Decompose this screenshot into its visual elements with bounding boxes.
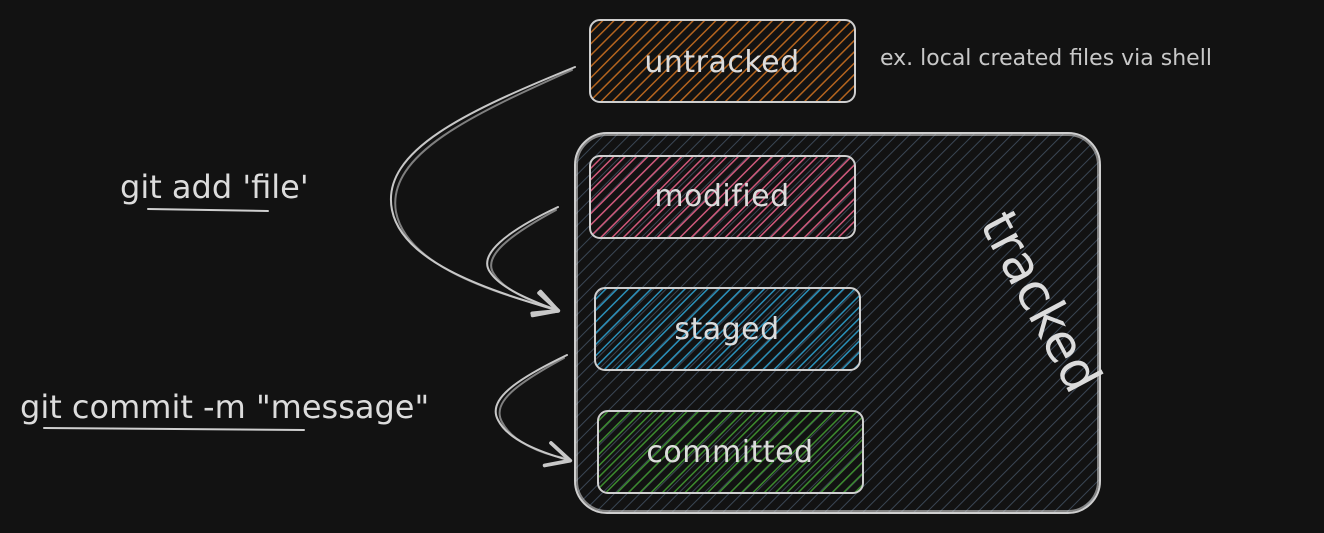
tracked-group-border-2 — [576, 134, 1099, 512]
untracked-box-fill — [590, 20, 855, 102]
modified-box-border — [589, 155, 856, 239]
modified-label: modified — [654, 179, 789, 214]
git-add-command: git add 'file' — [120, 168, 309, 212]
arrow-modified-to-staged — [486, 206, 561, 316]
committed-box-border — [597, 410, 864, 494]
state-box-untracked: untracked — [589, 19, 856, 103]
untracked-note: ex. local created files via shell — [880, 46, 1212, 71]
git-add-underline — [147, 208, 269, 212]
git-commit-command-text: git commit -m "message" — [20, 388, 429, 426]
committed-box-fill — [598, 411, 863, 493]
modified-box-fill — [590, 156, 855, 238]
state-box-staged: staged — [594, 287, 861, 371]
untracked-label: untracked — [644, 45, 799, 80]
state-box-committed: committed — [597, 410, 864, 494]
committed-label: committed — [646, 435, 813, 470]
state-box-modified: modified — [589, 155, 856, 239]
git-commit-command: git commit -m "message" — [20, 388, 429, 431]
staged-label: staged — [674, 312, 779, 347]
arrow-untracked-to-staged — [389, 66, 576, 318]
untracked-box-border — [589, 19, 856, 103]
staged-box-fill — [595, 288, 860, 370]
git-commit-underline — [43, 427, 305, 431]
tracked-group-border — [574, 132, 1101, 514]
arrow-staged-to-committed — [494, 354, 573, 468]
staged-box-border — [594, 287, 861, 371]
git-add-command-text: git add 'file' — [120, 168, 309, 206]
